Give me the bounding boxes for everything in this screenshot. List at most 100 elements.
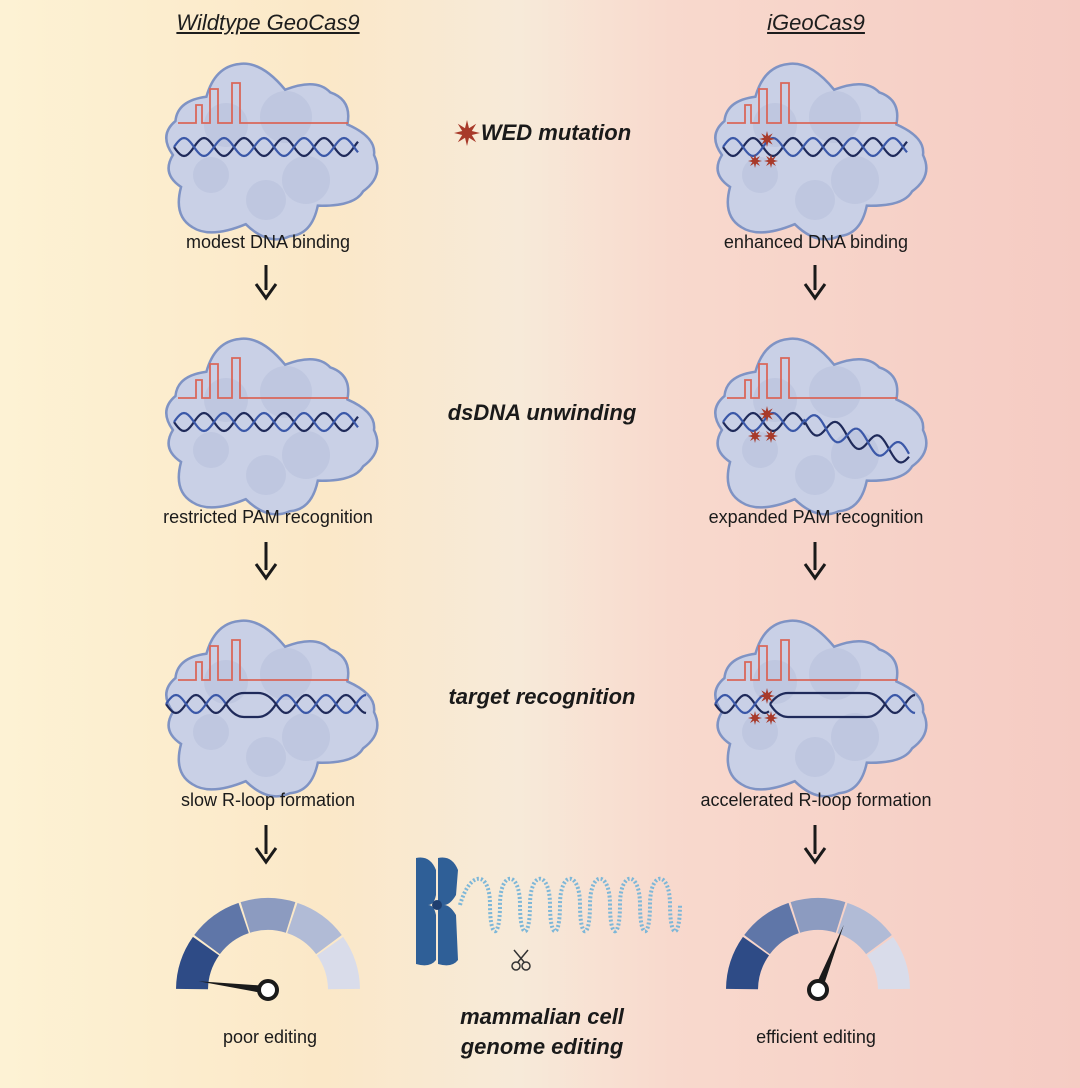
- dna-strand-unwound-1: [804, 420, 910, 464]
- poor-editing-label: poor editing: [222, 1027, 318, 1047]
- dna-strand-1: [173, 136, 359, 158]
- mut-arrow-3-icon: [803, 825, 827, 865]
- arrow-head: [803, 847, 827, 865]
- dna-strand-unwound-2: [804, 414, 910, 457]
- wt-complex-target: [165, 619, 379, 798]
- mutation-star-3: [764, 711, 778, 725]
- gauge-segment: [837, 902, 892, 955]
- protein-lobe: [193, 714, 229, 750]
- wt-arrow-1-icon: [254, 265, 278, 301]
- scissors-blades: [513, 949, 529, 963]
- scissors-ring-2: [521, 961, 531, 971]
- dna-strand-3: [275, 693, 367, 715]
- dna-strand-2: [173, 411, 359, 433]
- efficient-editing-label: efficient editing: [756, 1027, 876, 1047]
- protein-lobe: [282, 156, 330, 204]
- mut-arrow-1-icon: [803, 265, 827, 301]
- arrow-head: [254, 283, 278, 301]
- protein-lobe: [246, 180, 286, 220]
- dna-strand-2: [722, 136, 908, 158]
- dna-strand-4: [884, 693, 916, 715]
- wt-arrow-3-icon: [254, 825, 278, 865]
- mutation-star-2: [748, 711, 762, 725]
- dna-strand-2: [165, 693, 227, 715]
- dna-strand-1: [714, 693, 770, 715]
- guide-rna: [178, 639, 348, 681]
- dna-strand-4: [275, 693, 367, 715]
- guide-rna: [178, 82, 348, 124]
- wt-complex-unwinding: [165, 337, 379, 516]
- r-loop-bubble: [769, 691, 887, 719]
- protein-lobe: [246, 737, 286, 777]
- dna-strand-1: [722, 136, 908, 158]
- efficient-editing-gauge: [726, 898, 910, 1001]
- dna-strand-1: [722, 411, 806, 433]
- mut-step2-label: expanded PAM recognition: [708, 507, 924, 527]
- protein-lobe: [282, 713, 330, 761]
- protein-lobe: [260, 91, 312, 143]
- mutation-star-2: [748, 154, 762, 168]
- protein-lobe: [204, 378, 248, 422]
- mut-step3-label: accelerated R-loop formation: [700, 790, 932, 810]
- mut-arrow-2-icon: [803, 542, 827, 581]
- protein-lobe: [795, 180, 835, 220]
- protein-lobe: [260, 366, 312, 418]
- gauge-segment: [744, 902, 799, 955]
- gauge-segment: [316, 936, 360, 990]
- mut-step1-label: enhanced DNA binding: [723, 232, 909, 252]
- wt-step3-label: slow R-loop formation: [180, 790, 356, 810]
- guide-rna: [727, 357, 897, 399]
- outcome-line-1: mammalian cell: [460, 1004, 624, 1029]
- poor-editing-gauge: [176, 898, 360, 1001]
- arrow-head: [803, 563, 827, 581]
- protein-lobe: [282, 431, 330, 479]
- outcome-line-2: genome editing: [460, 1034, 624, 1059]
- mutation-star-3: [764, 429, 778, 443]
- protein-lobe: [795, 455, 835, 495]
- mutation-star-1: [759, 131, 775, 147]
- wt-step2-label: restricted PAM recognition: [163, 507, 373, 527]
- gauge-pivot: [257, 979, 279, 1001]
- wt-step1-label: modest DNA binding: [185, 232, 351, 252]
- mutation-star-2: [748, 429, 762, 443]
- chromatid-right: [438, 857, 458, 966]
- chromatin-strand-icon: [458, 876, 682, 933]
- arrow-head: [254, 847, 278, 865]
- protein-lobe: [809, 366, 861, 418]
- dna-strand-1: [173, 411, 359, 433]
- chromatid-left: [416, 857, 436, 966]
- target-recognition-label: target recognition: [448, 684, 636, 709]
- gauge-needle: [198, 981, 269, 994]
- guide-rna: [178, 357, 348, 399]
- arrow-head: [803, 283, 827, 301]
- protein-lobe: [204, 103, 248, 147]
- protein-lobe: [742, 714, 778, 750]
- protein-lobe: [193, 157, 229, 193]
- protein-lobe: [742, 157, 778, 193]
- gauge-segment: [726, 936, 770, 990]
- dna-strand-1: [165, 693, 227, 715]
- gauge-segment: [287, 902, 342, 955]
- centromere: [432, 900, 442, 910]
- dna-strand-2: [714, 693, 770, 715]
- r-loop-bubble: [225, 691, 278, 719]
- gauge-segment: [866, 936, 910, 990]
- guide-rna: [727, 82, 897, 124]
- protein-lobe: [204, 660, 248, 704]
- gauge-segment: [240, 898, 296, 933]
- scissors-ring-1: [511, 961, 521, 971]
- mutation-star-1: [759, 688, 775, 704]
- mut-complex-unwinding: [714, 337, 928, 516]
- scissors-icon: [511, 949, 531, 971]
- protein-lobe: [809, 648, 861, 700]
- gauge-pivot: [807, 979, 829, 1001]
- wildtype-column-title: Wildtype GeoCas9: [176, 10, 360, 35]
- protein-lobe: [742, 432, 778, 468]
- gauge-needle: [814, 924, 844, 992]
- protein-lobe: [246, 455, 286, 495]
- wt-arrow-2-icon: [254, 542, 278, 581]
- wed-mutation-star-icon: [454, 120, 480, 146]
- dna-strand-3: [884, 693, 916, 715]
